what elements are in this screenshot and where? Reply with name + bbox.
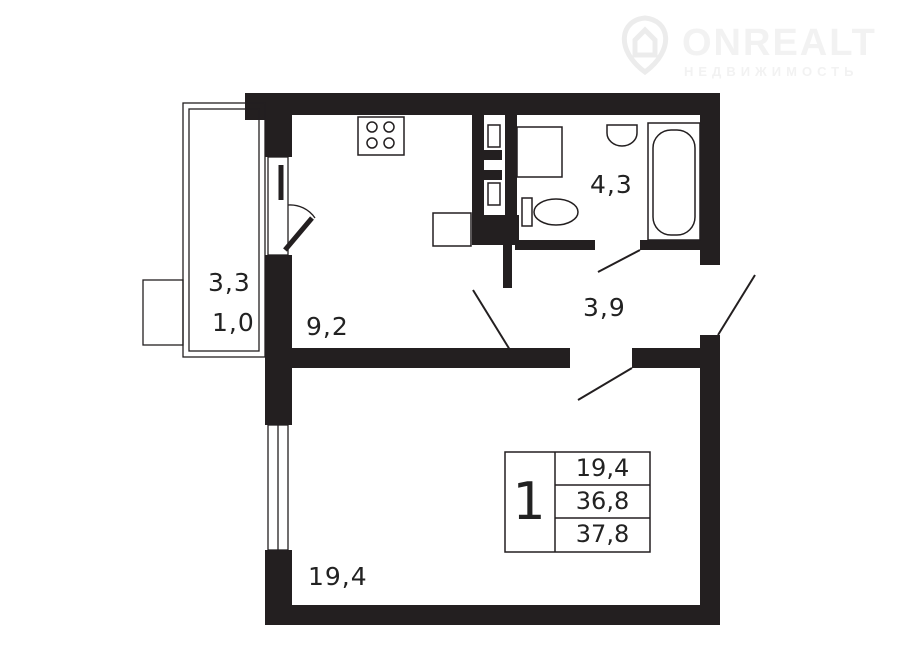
summary-table: 1 19,4 36,8 37,8 bbox=[505, 452, 650, 552]
hallway-area-label: 3,9 bbox=[583, 293, 626, 322]
balcony-coef-label: 1,0 bbox=[212, 308, 255, 337]
walls bbox=[245, 93, 720, 625]
balcony-area-label: 3,3 bbox=[208, 268, 251, 297]
kitchen-area-label: 9,2 bbox=[306, 312, 349, 341]
balcony bbox=[142, 102, 316, 551]
summary-table-grid bbox=[504, 451, 651, 553]
total-with-balcony-value: 37,8 bbox=[575, 520, 630, 548]
living-area-value: 19,4 bbox=[575, 454, 630, 482]
total-area-value: 36,8 bbox=[575, 487, 630, 515]
bathroom-area-label: 4,3 bbox=[590, 170, 633, 199]
logo-tagline: НЕДВИЖИМОСТЬ bbox=[684, 64, 859, 79]
rooms-count: 1 bbox=[512, 472, 546, 532]
living-room-area-label: 19,4 bbox=[308, 562, 368, 591]
logo-name: ONREALT bbox=[682, 22, 877, 64]
logo-icon bbox=[621, 15, 669, 76]
fixtures bbox=[357, 116, 701, 247]
doors bbox=[278, 165, 756, 401]
